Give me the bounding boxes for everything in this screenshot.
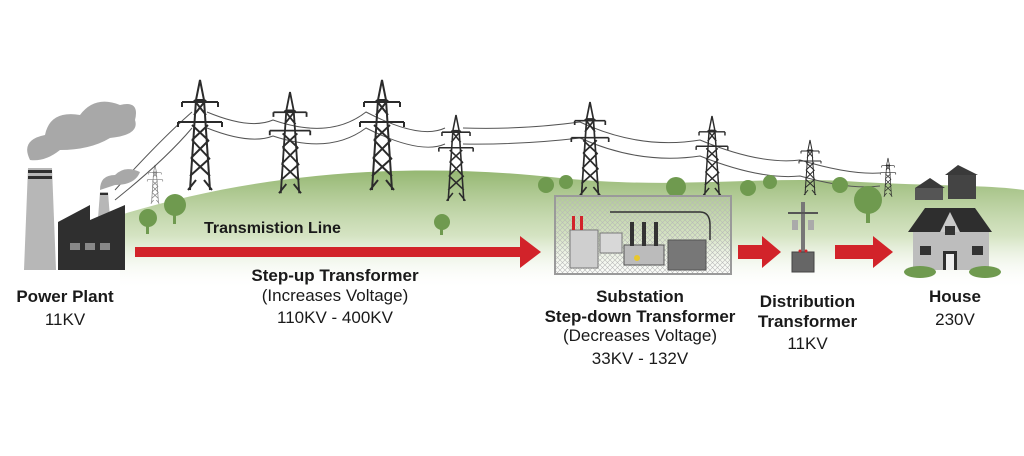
stage-voltage: 230V: [935, 309, 975, 329]
factory-icon: [24, 101, 140, 270]
stage-title-2: Transformer: [757, 311, 858, 331]
stage-house: House 230V: [905, 287, 1005, 329]
stage-title: Substation: [596, 287, 684, 306]
substation-icon: [554, 195, 732, 275]
arrow-substation-to-distribution: [738, 236, 781, 268]
stage-voltage: 110KV - 400KV: [277, 308, 393, 328]
stage-power-plant: Power Plant 11KV: [0, 287, 130, 329]
stage-title: Step-up Transformer: [251, 266, 419, 285]
stage-subtitle: (Decreases Voltage): [562, 326, 718, 346]
tree-icons: [139, 175, 882, 235]
stage-distribution: Distribution Transformer 11KV: [745, 292, 870, 354]
stage-voltage: 11KV: [44, 309, 86, 329]
pole-transformer-icon: [788, 202, 818, 273]
stage-substation: Substation Step-down Transformer (Decrea…: [530, 287, 750, 368]
smoke-icon: [27, 101, 137, 161]
flow-arrows: [135, 236, 893, 268]
transmission-line-label: Transmistion Line: [204, 220, 341, 237]
stage-title-2: Step-down Transformer: [544, 306, 736, 326]
stage-voltage: 33KV - 132V: [591, 348, 689, 368]
stage-voltage: 11KV: [787, 334, 828, 354]
arrow-distribution-to-house: [835, 236, 893, 268]
power-lines: [114, 111, 881, 201]
house-icon: [904, 165, 1001, 278]
stage-title: Distribution: [759, 292, 856, 311]
stage-step-up: Step-up Transformer (Increases Voltage) …: [220, 266, 450, 328]
stage-subtitle: (Increases Voltage): [261, 285, 409, 305]
arrow-plant-to-substation: [135, 236, 541, 268]
stage-title: Power Plant: [16, 287, 114, 306]
stage-title: House: [929, 287, 981, 306]
